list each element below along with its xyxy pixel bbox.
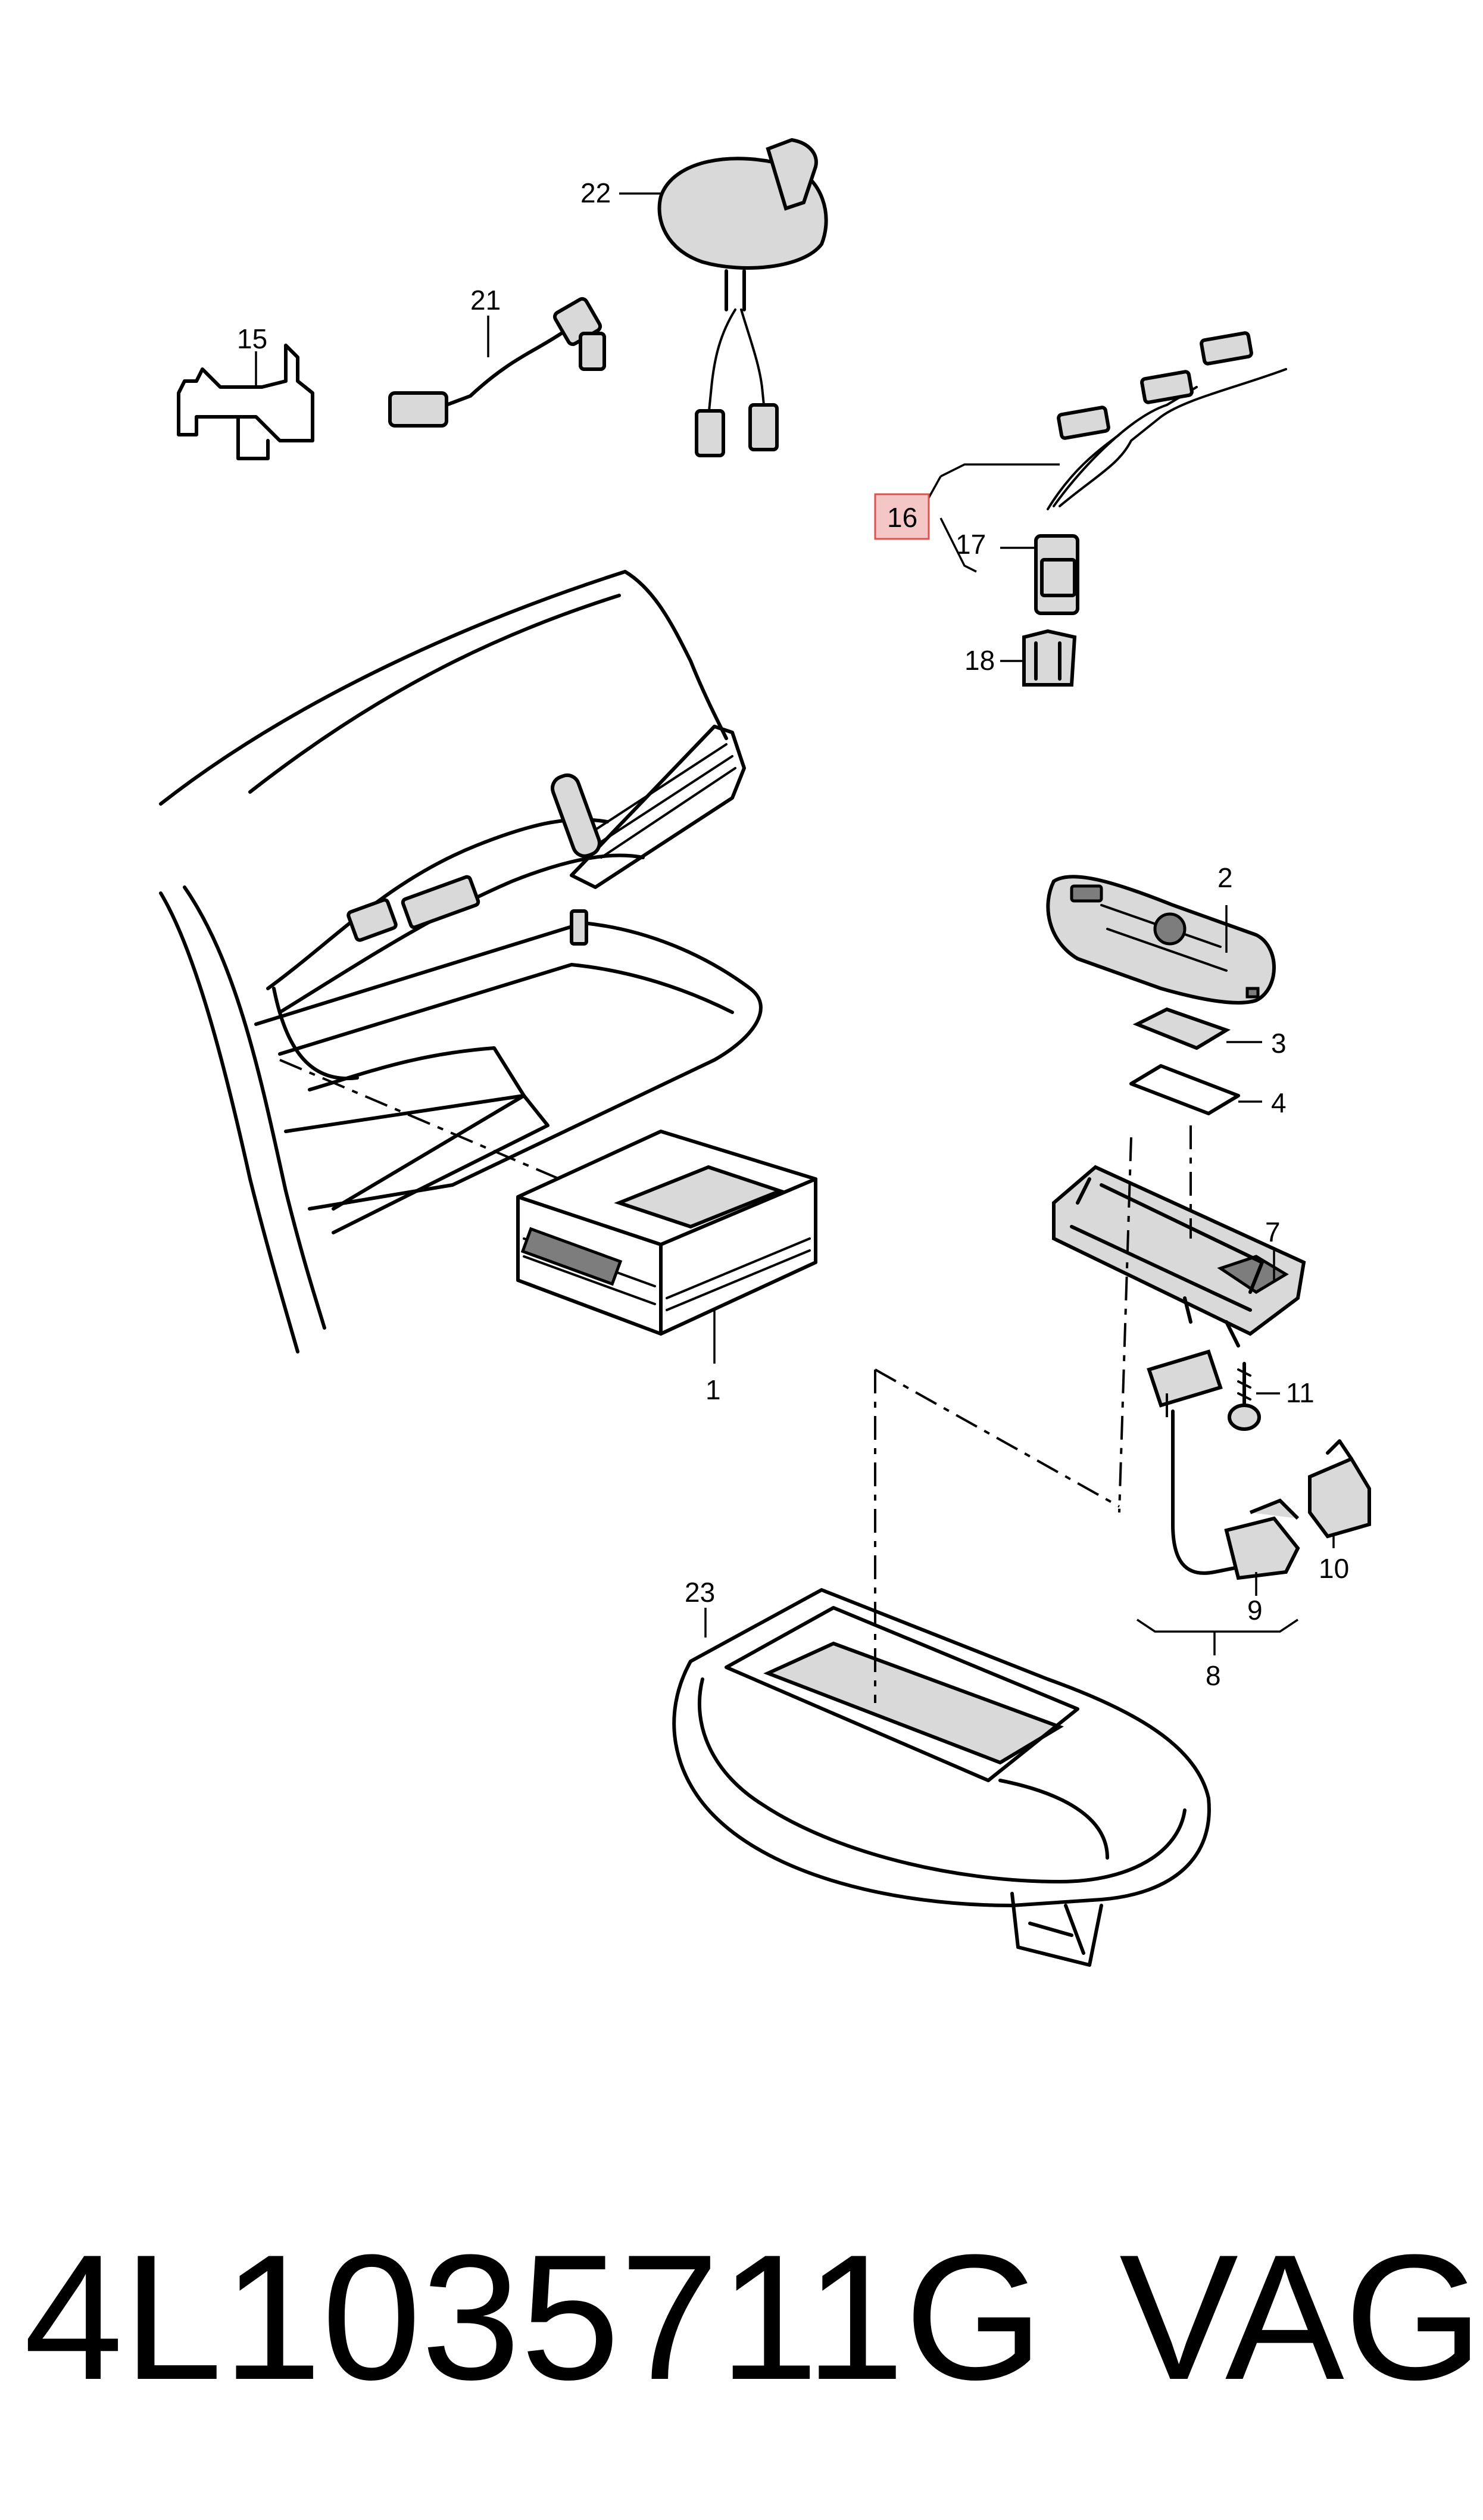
- callout-18: 18: [964, 645, 995, 676]
- leader-lines: [255, 192, 1335, 1655]
- callout-7: 7: [1265, 1217, 1281, 1247]
- callout-17: 17: [956, 529, 986, 560]
- callout-9: 9: [1247, 1595, 1263, 1626]
- callout-11: 11: [1286, 1377, 1315, 1408]
- callout-2: 2: [1217, 862, 1233, 893]
- connector-part-10: [1308, 1439, 1371, 1539]
- callout-4: 4: [1271, 1087, 1287, 1118]
- media-unit-part-1: [516, 1130, 817, 1336]
- cover-part-4: [1129, 1064, 1240, 1115]
- callout-labels: 22 21 15 16 17 18 2 3 4 7 11 1 10 9 8 23: [237, 177, 1349, 1691]
- callout-3: 3: [1271, 1028, 1287, 1059]
- cable-part-21: [388, 297, 606, 428]
- clip-part-18: [1022, 629, 1077, 687]
- wiring-harness-part-16: [1034, 331, 1287, 615]
- dashboard-glovebox: [159, 570, 763, 1353]
- assembly-lines: [279, 1059, 1192, 1703]
- roof-antenna-part-22: [657, 138, 828, 457]
- callout-22: 22: [580, 177, 611, 208]
- callout-16-highlight: 16: [874, 493, 930, 540]
- bracket-part-15: [177, 344, 314, 460]
- callout-8: 8: [1206, 1660, 1221, 1691]
- callout-16: 16: [887, 502, 917, 533]
- cradle-part-7: [1052, 1165, 1306, 1348]
- handset-part-2: [1046, 875, 1276, 1005]
- armrest-part-23: [672, 1588, 1211, 1967]
- callout-23: 23: [685, 1577, 715, 1608]
- part-number: 4L1035711G: [24, 2217, 1044, 2417]
- card-part-3: [1132, 1007, 1231, 1050]
- callout-1: 1: [705, 1374, 721, 1405]
- callout-10: 10: [1319, 1553, 1349, 1584]
- callout-15: 15: [237, 323, 267, 354]
- brand-label: VAG: [1119, 2217, 1483, 2417]
- callout-21: 21: [470, 285, 501, 316]
- footer: 4L1035711G VAG: [24, 2217, 1483, 2417]
- connector-harness-part-8: [1147, 1349, 1300, 1580]
- screw-part-11: [1228, 1362, 1261, 1431]
